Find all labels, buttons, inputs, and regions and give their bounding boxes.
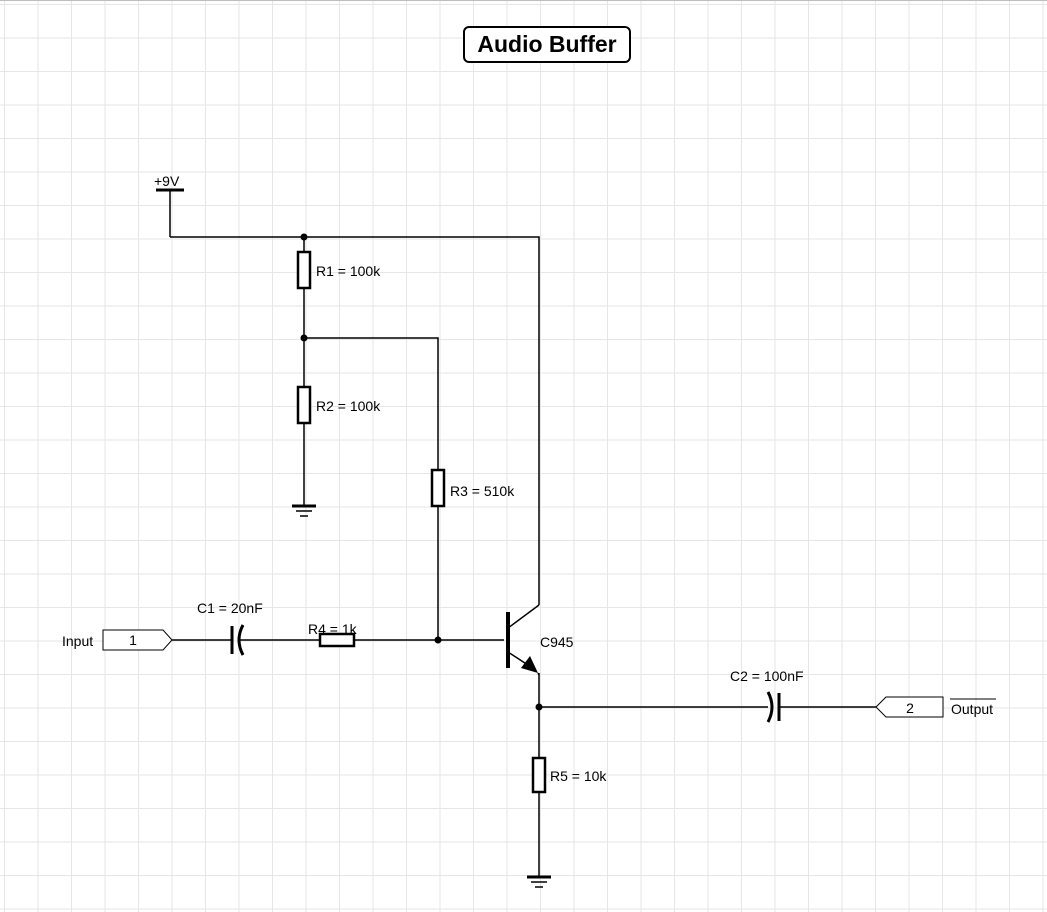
wire-divider-r3 xyxy=(304,337,439,470)
input-port-number: 1 xyxy=(129,632,137,648)
r2-label: R2 = 100k xyxy=(316,398,381,414)
wire-top-rail xyxy=(170,236,540,605)
ground-icon xyxy=(292,504,316,517)
q1-label: C945 xyxy=(540,634,574,650)
supply-label: +9V xyxy=(154,173,180,189)
r4-label: R4 = 1k xyxy=(308,621,358,637)
supply-9v[interactable]: +9V xyxy=(154,173,184,237)
c2-label: C2 = 100nF xyxy=(730,668,804,684)
transistor-q1[interactable]: C945 xyxy=(506,604,574,676)
r1-label: R1 = 100k xyxy=(316,263,381,279)
output-port[interactable]: 2 Output xyxy=(875,696,996,718)
input-port[interactable]: 1 Input xyxy=(62,629,173,651)
c1-label: C1 = 20nF xyxy=(197,600,263,616)
capacitor-c2[interactable]: C2 = 100nF xyxy=(730,668,876,723)
r3-label: R3 = 510k xyxy=(450,483,515,499)
ground-icon xyxy=(527,875,551,888)
top-border xyxy=(0,0,1047,1)
resistor-r2[interactable]: R2 = 100k xyxy=(296,338,381,505)
output-port-label: Output xyxy=(951,701,993,717)
capacitor-c1[interactable]: C1 = 20nF xyxy=(197,600,304,656)
resistor-r4[interactable]: R4 = 1k xyxy=(304,621,504,648)
output-port-number: 2 xyxy=(906,700,914,716)
diagram-title: Audio Buffer xyxy=(463,26,631,63)
resistor-r1[interactable]: R1 = 100k xyxy=(296,237,381,338)
resistor-r5[interactable]: R5 = 10k xyxy=(531,756,607,876)
input-port-label: Input xyxy=(62,633,93,649)
r5-label: R5 = 10k xyxy=(550,768,607,784)
resistor-r3[interactable]: R3 = 510k xyxy=(430,468,515,640)
